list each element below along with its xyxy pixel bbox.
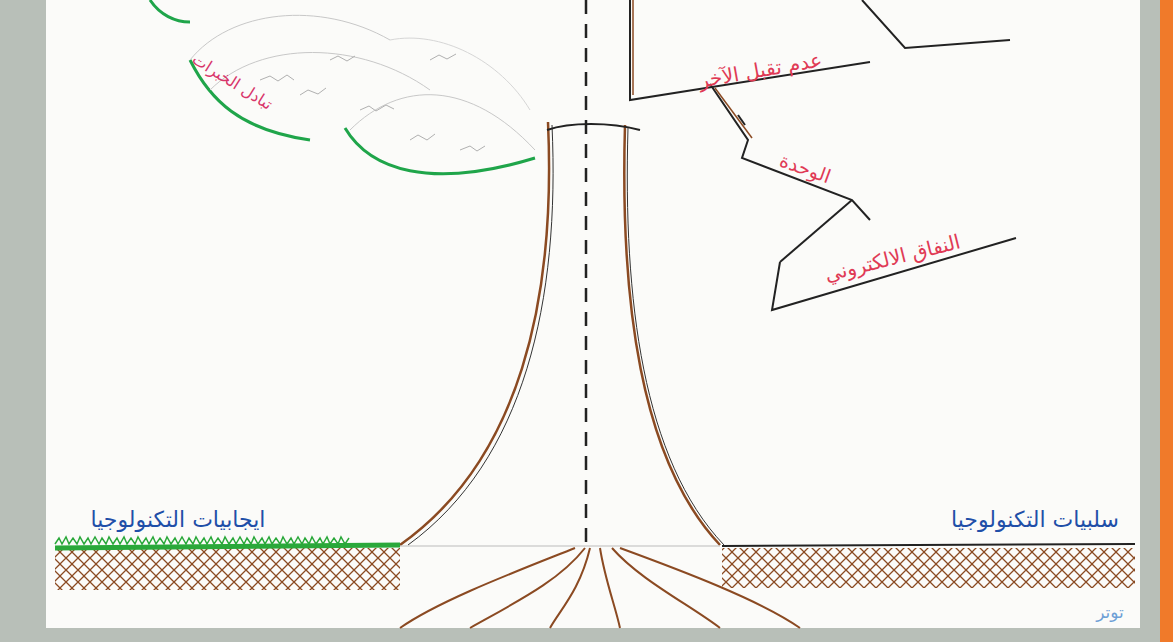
root-label: توتر [1096, 602, 1124, 622]
negatives-heading: سلبيات التكنولوجيا [951, 507, 1119, 533]
positives-heading: ايجابيات التكنولوجيا [91, 507, 266, 533]
